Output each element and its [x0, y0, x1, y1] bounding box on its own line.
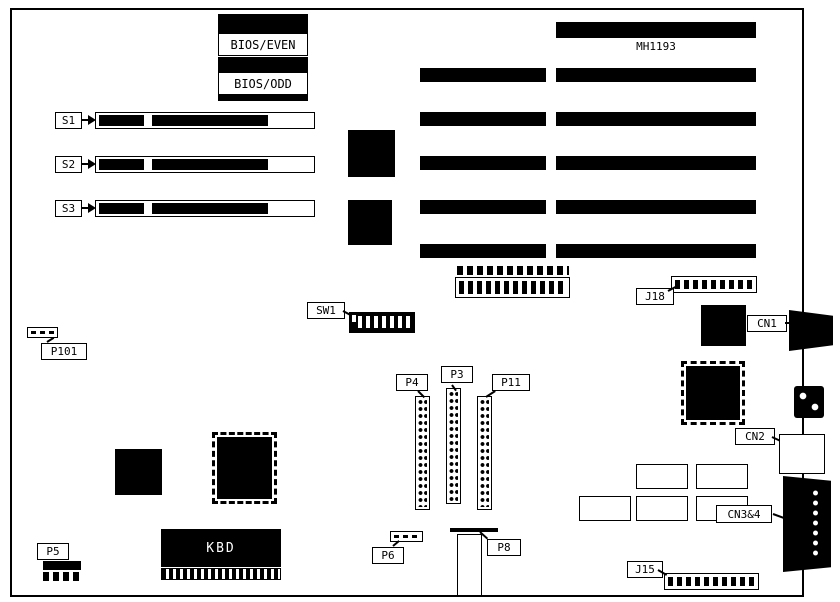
slot-segment: [99, 115, 144, 126]
ic-chip: [348, 130, 395, 177]
bios-even-chip: [218, 14, 308, 34]
bios-even-label: BIOS/EVEN: [218, 33, 308, 56]
din-connector: [794, 386, 824, 418]
socket-pad: [579, 496, 631, 521]
s1-label: S1: [55, 112, 82, 129]
sw1-label: SW1: [307, 302, 345, 319]
pin-row: [43, 572, 81, 581]
slot-segment: [152, 115, 268, 126]
pin-row: [457, 266, 569, 275]
ic-chip: [701, 305, 746, 346]
cn2-connector: [779, 434, 825, 474]
slot-segment: [152, 159, 268, 170]
qfp-chip: [212, 432, 277, 504]
leader-line: [81, 163, 90, 165]
s3-label: S3: [55, 200, 82, 217]
dip-switch-sw1: [349, 312, 415, 333]
slot-s3: [95, 200, 315, 217]
p5-label: P5: [37, 543, 69, 560]
pin-header-p6: [390, 531, 423, 542]
bus-slot-bar: [556, 112, 756, 126]
p6-label: P6: [372, 547, 404, 564]
p101-label: P101: [41, 343, 87, 360]
bios-odd-label: BIOS/ODD: [218, 72, 308, 95]
socket-pad: [636, 464, 688, 489]
bus-slot-bar: [420, 68, 546, 82]
arrowhead: [88, 159, 96, 169]
bus-slot-bar: [556, 156, 756, 170]
slot-segment: [99, 203, 144, 214]
bus-slot-bar: [420, 156, 546, 170]
pin-header-p3: [446, 388, 461, 504]
s2-label: S2: [55, 156, 82, 173]
ic-chip: [115, 449, 162, 495]
bus-slot-bar: [420, 200, 546, 214]
connector-p8: [457, 534, 482, 596]
bus-slot-bar: [420, 112, 546, 126]
bus-slot-bar: [556, 200, 756, 214]
pin-header-block: [455, 277, 570, 298]
arrowhead: [88, 203, 96, 213]
cn2-label: CN2: [735, 428, 775, 445]
kbd-controller: KBD: [161, 529, 281, 567]
p11-label: P11: [492, 374, 530, 391]
slot-s1: [95, 112, 315, 129]
bios-socket-strip: [218, 94, 308, 101]
part-number: MH1193: [636, 40, 676, 53]
connector-p5: [43, 561, 81, 570]
leader-line: [81, 119, 90, 121]
pin-header-p4: [415, 396, 430, 510]
db25-connector-cn3-4: [783, 476, 831, 572]
socket-pad: [636, 496, 688, 521]
bios-odd-chip: [218, 57, 308, 73]
j15-label: J15: [627, 561, 663, 578]
bus-slot-bar: [556, 68, 756, 82]
bus-slot-bar: [556, 244, 756, 258]
p4-label: P4: [396, 374, 428, 391]
slot-segment: [99, 159, 144, 170]
db9-connector-cn1: [789, 310, 833, 351]
leader-line: [81, 207, 90, 209]
pin-header-j15: [664, 573, 759, 590]
pin-header-j18: [671, 276, 757, 293]
leader-line: [785, 322, 791, 324]
slot-segment: [152, 203, 268, 214]
connector-p8-bar: [450, 528, 498, 532]
ic-chip: [348, 200, 392, 245]
cn1-label: CN1: [747, 315, 787, 332]
qfp-chip: [681, 361, 745, 425]
pin-header-p11: [477, 396, 492, 510]
cn3-4-label: CN3&4: [716, 505, 772, 523]
arrowhead: [88, 115, 96, 125]
slot-s2: [95, 156, 315, 173]
bus-slot-bar: [420, 244, 546, 258]
pin-header-p101: [27, 327, 58, 338]
kbd-socket: [161, 568, 281, 580]
p3-label: P3: [441, 366, 473, 383]
p8-label: P8: [487, 539, 521, 556]
bus-slot-bar: [556, 22, 756, 38]
j18-label: J18: [636, 288, 674, 305]
socket-pad: [696, 464, 748, 489]
